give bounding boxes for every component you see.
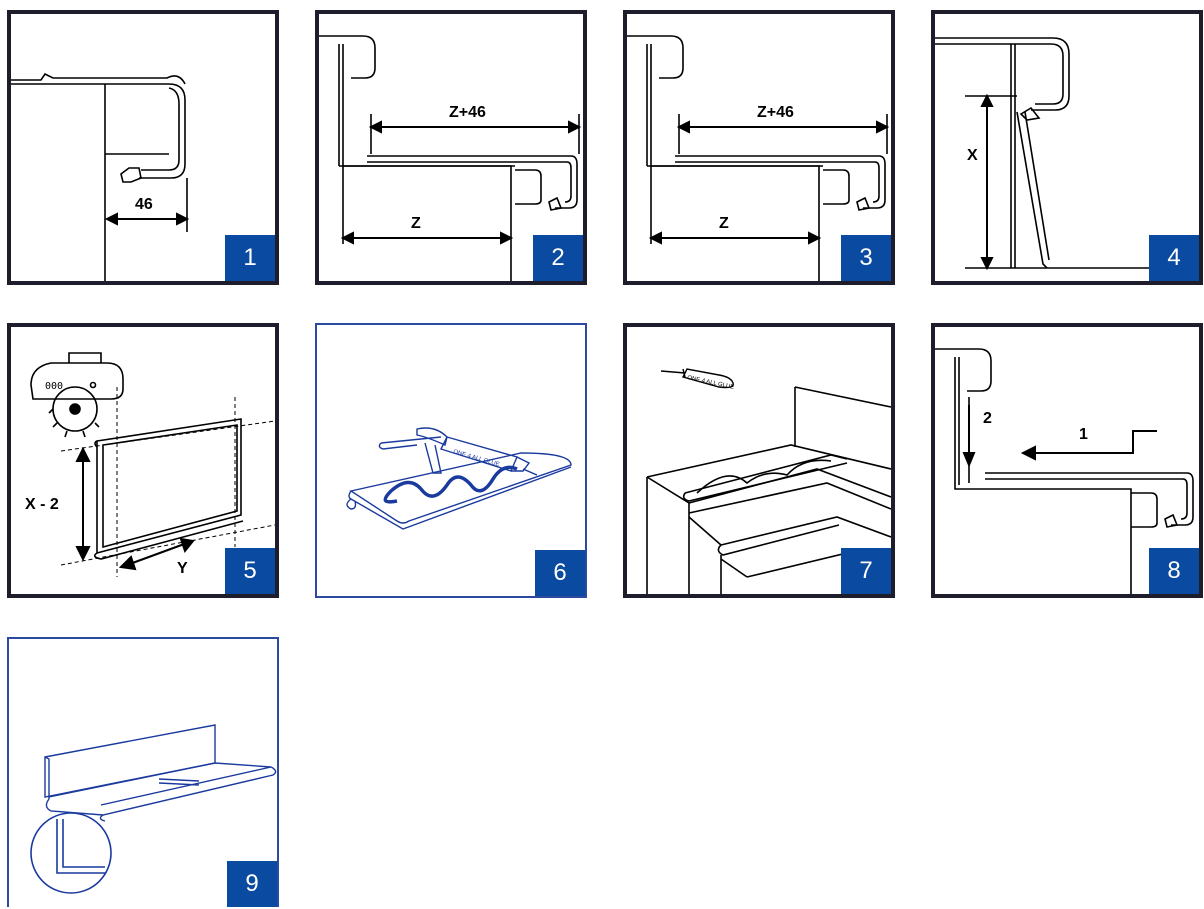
svg-text:000: 000	[45, 381, 63, 392]
step-3-panel: Z+46 Z 3	[623, 10, 895, 285]
step-number-6: 6	[535, 550, 585, 596]
step-order-2-label: 2	[983, 410, 992, 427]
step-5-panel: 000 X - 2 Y 5	[7, 323, 279, 598]
step-4-illustration: X	[935, 37, 1199, 271]
step-2-panel: Z+46 Z 2	[315, 10, 587, 285]
x-minus-2-label: X - 2	[25, 496, 59, 513]
step-number-4: 4	[1149, 235, 1199, 281]
step-number-1: 1	[225, 235, 275, 281]
step-9-panel: 9	[7, 637, 279, 907]
dimension-46-label: 46	[135, 196, 153, 213]
step-5-illustration: 000 X - 2 Y	[25, 352, 275, 577]
step-3-illustration: Z+46 Z	[627, 35, 890, 281]
step-7-panel: ONE 4 ALL GLUE 7	[623, 323, 895, 598]
step-number-8: 8	[1149, 548, 1199, 594]
step-order-1-label: 1	[1079, 426, 1088, 443]
step-6-illustration: ONE 4 ALL GLUE	[346, 427, 572, 530]
x-height-label: X	[967, 147, 978, 164]
step-number-9: 9	[227, 861, 277, 907]
step-6-panel: ONE 4 ALL GLUE 6	[315, 323, 587, 598]
step-number-2: 2	[533, 235, 583, 281]
step-number-3: 3	[841, 235, 891, 281]
y-width-label: Y	[177, 560, 188, 577]
step-2-illustration: Z+46 Z	[319, 35, 582, 281]
step-8-panel: 2 1 8	[931, 323, 1203, 598]
step-number-5: 5	[225, 548, 275, 594]
step-4-panel: X 4	[931, 10, 1203, 285]
detail-magnifier-icon	[30, 812, 112, 894]
step-7-illustration: ONE 4 ALL GLUE	[646, 368, 891, 594]
z-label: Z	[411, 215, 421, 232]
step-1-illustration: 46	[11, 72, 190, 281]
step-1-panel: 46 1	[7, 10, 279, 285]
glue-tube-icon	[660, 368, 734, 389]
step-9-illustration	[30, 724, 277, 894]
z-plus-46-label: Z+46	[757, 104, 794, 121]
z-label: Z	[719, 215, 729, 232]
step-8-illustration: 2 1	[935, 348, 1194, 594]
step-number-7: 7	[841, 548, 891, 594]
circular-saw-icon: 000	[30, 352, 124, 438]
z-plus-46-label: Z+46	[449, 104, 486, 121]
